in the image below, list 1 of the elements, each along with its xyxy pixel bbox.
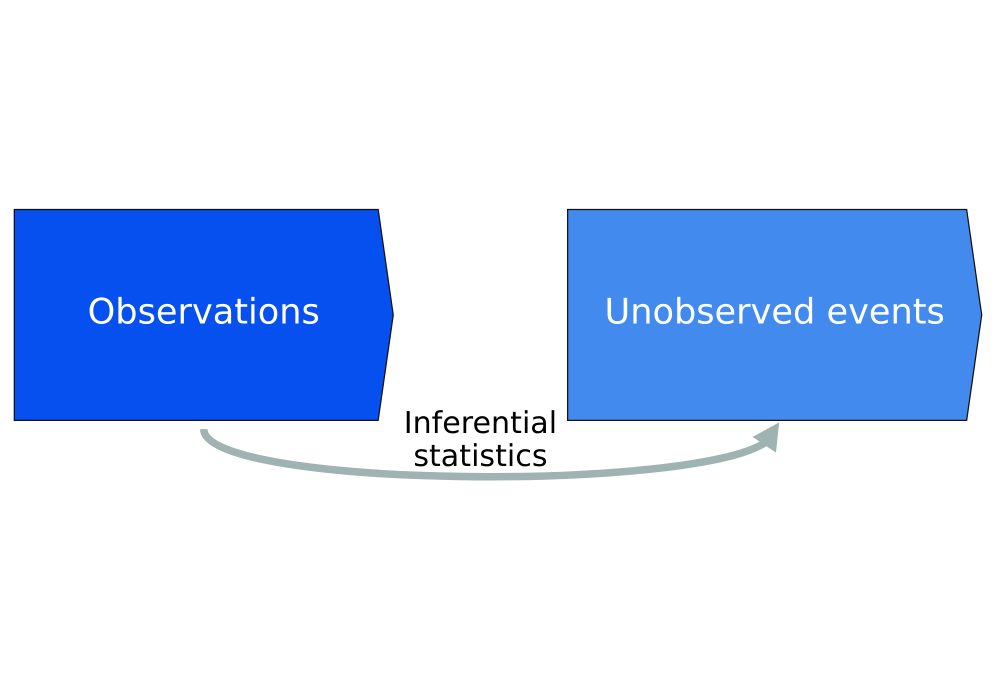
edge-label: Inferential statistics: [404, 406, 558, 474]
